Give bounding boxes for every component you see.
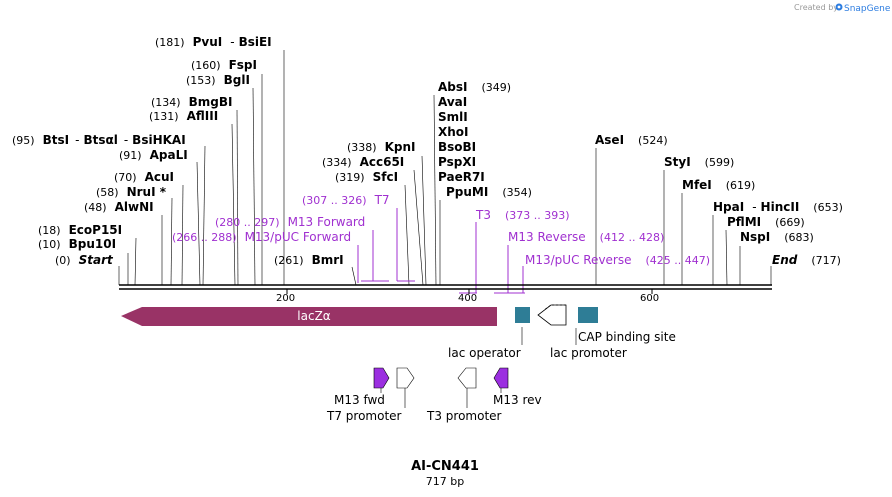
t7-promoter-label: T7 promoter <box>326 409 402 423</box>
site-bgli: (153)BglI <box>186 73 250 87</box>
site-styi: StyI(599) <box>664 155 734 169</box>
site-xhoi: XhoI <box>438 125 469 139</box>
tick-200: 200 <box>276 293 295 304</box>
site-hpai: HpaI-HincII(653) <box>713 200 843 214</box>
site-nrui: (58)NruI * <box>96 185 167 199</box>
lacz-arrow <box>121 307 497 326</box>
primer-m13puc-reverse: M13/pUC Reverse(425 .. 447) <box>525 253 710 267</box>
site-bpu10i: (10)Bpu10I <box>38 237 116 251</box>
lac-operator-box <box>515 307 530 323</box>
site-fspi: (160)FspI <box>191 58 257 72</box>
site-asei: AseI(524) <box>595 133 668 147</box>
site-ecop15i: (18)EcoP15I <box>38 223 122 237</box>
site-acui: (70)AcuI <box>114 170 174 184</box>
snapgene-logo-icon <box>835 3 843 11</box>
site-avai: AvaI <box>438 95 467 109</box>
primer-t3: T3(373 .. 393) <box>475 208 570 222</box>
site-bmri: (261)BmrI <box>274 253 344 267</box>
site-smli: SmlI <box>438 110 468 124</box>
lac-operator-label: lac operator <box>448 346 521 360</box>
site-tick-lines <box>118 50 772 286</box>
primer-labels: (307 .. 326)T7 (280 .. 297)M13 Forward (… <box>172 193 710 267</box>
cap-site-box <box>578 307 598 323</box>
site-btsi: (95)BtsI-Btsαl-BsiHKAI <box>12 133 186 147</box>
map-name: AI-CN441 <box>411 459 479 474</box>
site-end: End(717) <box>772 253 841 267</box>
snapgene-credit: Created by SnapGene <box>794 3 891 14</box>
t3-promoter-label: T3 promoter <box>426 409 502 423</box>
feature-lacz: lacZα <box>121 307 497 326</box>
m13-fwd-arrow <box>373 367 390 389</box>
site-absi: AbsI(349) <box>438 80 511 94</box>
t7-promoter-arrow <box>396 367 415 389</box>
site-labels-center: AbsI(349) AvaI SmlI XhoI BsoBI PspXI Pae… <box>438 80 532 199</box>
site-bmgbi: (134)BmgBI <box>151 95 232 109</box>
site-apali: (91)ApaLI <box>119 148 188 162</box>
m13-fwd-label: M13 fwd <box>334 393 385 407</box>
tick-600: 600 <box>640 293 659 304</box>
site-kpni: (338)KpnI <box>347 140 416 154</box>
t3-promoter-arrow <box>457 367 477 389</box>
credit-text: Created by <box>794 3 838 12</box>
site-ppumi: PpuMI(354) <box>446 185 532 199</box>
site-labels-left: (181)PvuI-BsiEI (160)FspI (153)BglI (134… <box>12 35 416 267</box>
site-sfci: (319)SfcI <box>335 170 398 184</box>
site-pflmi: PflMI(669) <box>727 215 805 229</box>
site-labels-right: AseI(524) StyI(599) MfeI(619) HpaI-HincI… <box>595 133 843 267</box>
lacz-label: lacZα <box>297 309 331 323</box>
primer-m13-forward: (280 .. 297)M13 Forward <box>215 215 365 229</box>
credit-brand: SnapGene <box>844 4 891 14</box>
lac-promoter-arrow <box>537 304 567 326</box>
site-paer7i: PaeR7I <box>438 170 485 184</box>
m13-rev-label: M13 rev <box>493 393 542 407</box>
map-length: 717 bp <box>426 475 464 488</box>
site-afliii: (131)AflIII <box>149 109 218 123</box>
lac-promoter-label: lac promoter <box>550 346 627 360</box>
primer-marks <box>357 208 525 294</box>
site-mfei: MfeI(619) <box>682 178 755 192</box>
sequence-ruler: 200 400 600 <box>119 284 772 304</box>
site-bsobi: BsoBI <box>438 140 476 154</box>
m13-rev-arrow <box>493 367 509 389</box>
site-alwni: (48)AlwNI <box>84 200 154 214</box>
site-nspi: NspI(683) <box>740 230 814 244</box>
site-start: (0)Start <box>55 253 114 267</box>
primer-m13-reverse: M13 Reverse(412 .. 428) <box>508 230 664 244</box>
site-pvui: (181)PvuI-BsiEI <box>155 35 272 49</box>
tick-400: 400 <box>458 293 477 304</box>
site-acc65i: (334)Acc65I <box>322 155 404 169</box>
site-pspxi: PspXI <box>438 155 476 169</box>
primer-m13puc-forward: (266 .. 288)M13/pUC Forward <box>172 230 351 244</box>
cap-site-label: CAP binding site <box>578 330 676 344</box>
primer-t7: (307 .. 326)T7 <box>302 193 390 207</box>
